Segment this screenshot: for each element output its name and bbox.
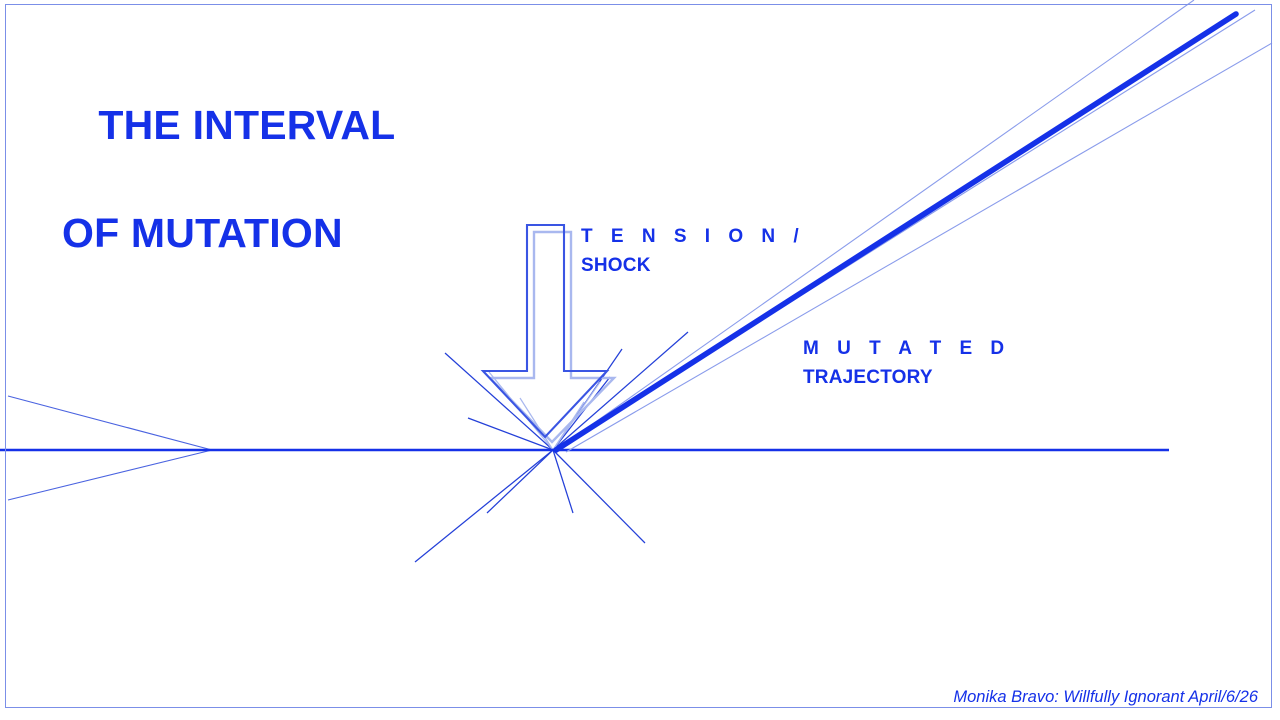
left-converging-lines xyxy=(7,395,213,501)
left-converging-line-upper xyxy=(7,395,213,451)
mutated-trajectory-line xyxy=(553,11,1239,453)
tension-arrow-shadow xyxy=(487,230,617,444)
page-title: THE INTERVAL OF MUTATION xyxy=(52,44,395,369)
page-title-line-2: OF MUTATION xyxy=(62,210,343,257)
tension-shock-label: T E N S I O N / SHOCK xyxy=(581,223,805,281)
mutated-label-line-1: M U T A T E D xyxy=(803,338,1011,359)
burst-ray-ll-2 xyxy=(486,449,554,514)
ghost-ray-left-inner xyxy=(519,397,554,451)
burst-ray-ul-2 xyxy=(467,417,554,451)
trajectory-guide-upper xyxy=(559,0,1195,448)
burst-ray-ur-1 xyxy=(552,376,611,451)
left-converging-line-lower xyxy=(7,449,213,501)
burst-ray-lr-2 xyxy=(552,449,646,544)
page-title-line-1: THE INTERVAL xyxy=(98,102,396,149)
mutated-trajectory-label: M U T A T E D TRAJECTORY xyxy=(803,335,1011,393)
tension-label-line-2: SHOCK xyxy=(581,254,651,276)
tension-arrow-outline xyxy=(480,223,610,439)
burst-ray-ll-1 xyxy=(414,449,554,563)
burst-ray-lr-1 xyxy=(552,449,574,514)
credit-line: Monika Bravo: Willfully Ignorant April/6… xyxy=(953,688,1258,706)
burst-ray-ul-1 xyxy=(444,352,554,451)
mutated-label-line-2: TRAJECTORY xyxy=(803,366,933,388)
burst-ray-ur-3 xyxy=(552,331,689,451)
tension-label-line-1: T E N S I O N / xyxy=(581,226,806,247)
trajectory-guide-lower xyxy=(565,42,1273,453)
